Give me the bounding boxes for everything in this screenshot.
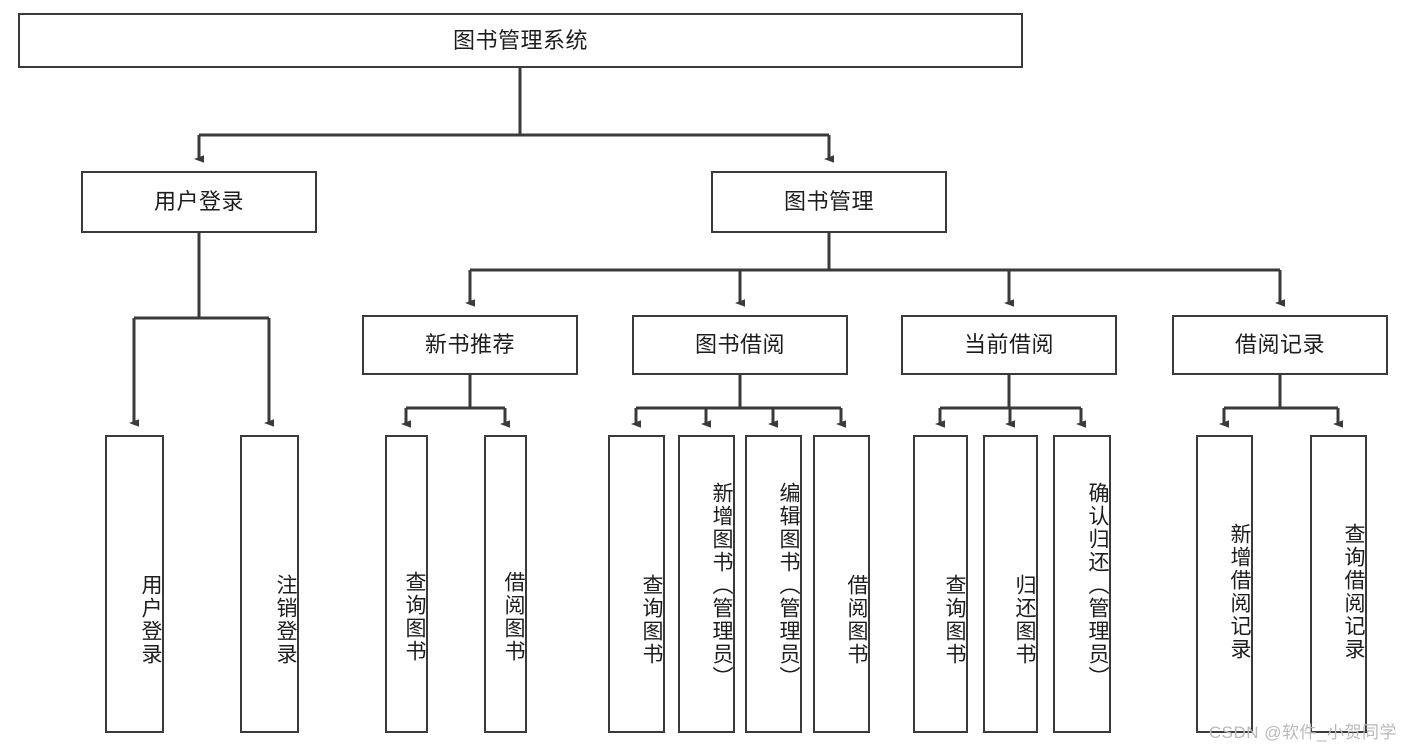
node-leaf-edit-book-label: 编辑图书（管理员） [777,481,800,689]
node-leaf-confirm-return-label: 确认归还（管理员） [1086,481,1109,689]
node-leaf-user-logout[interactable]: 注销登录 [240,435,299,733]
node-leaf-user-login-label: 用户登录 [139,574,162,666]
node-leaf-query-book-3-label: 查询图书 [943,574,966,666]
node-leaf-user-logout-label: 注销登录 [274,574,297,666]
node-leaf-return-book-label: 归还图书 [1013,574,1036,666]
node-leaf-query-book-2-label: 查询图书 [640,574,663,666]
node-leaf-borrow-book-1-label: 借阅图书 [502,571,525,663]
node-root-label: 图书管理系统 [452,27,588,53]
node-leaf-query-book-2[interactable]: 查询图书 [608,435,665,733]
node-leaf-add-book-label: 新增图书（管理员） [710,481,733,689]
csdn-watermark: CSDN @软件_小贺同学 [1208,723,1397,742]
node-book-management[interactable]: 图书管理 [711,171,947,233]
node-root[interactable]: 图书管理系统 [18,13,1023,68]
node-leaf-add-book[interactable]: 新增图书（管理员） [678,435,735,733]
node-book-borrow[interactable]: 图书借阅 [632,315,848,375]
node-leaf-add-record-label: 新增借阅记录 [1228,523,1251,661]
node-book-borrow-label: 图书借阅 [694,332,785,358]
node-current-borrow[interactable]: 当前借阅 [901,315,1117,375]
node-leaf-borrow-book-2[interactable]: 借阅图书 [813,435,870,733]
node-leaf-user-login[interactable]: 用户登录 [105,435,164,733]
node-leaf-return-book[interactable]: 归还图书 [983,435,1038,733]
node-new-book-recommend-label: 新书推荐 [424,332,515,358]
node-book-management-label: 图书管理 [783,189,874,215]
node-leaf-add-record[interactable]: 新增借阅记录 [1196,435,1253,733]
node-current-borrow-label: 当前借阅 [963,332,1054,358]
node-leaf-borrow-book-2-label: 借阅图书 [845,574,868,666]
node-leaf-query-record-label: 查询借阅记录 [1342,523,1365,661]
node-leaf-query-book-3[interactable]: 查询图书 [913,435,968,733]
node-leaf-query-record[interactable]: 查询借阅记录 [1310,435,1367,733]
node-leaf-borrow-book-1[interactable]: 借阅图书 [484,435,527,733]
node-leaf-edit-book[interactable]: 编辑图书（管理员） [745,435,802,733]
node-leaf-query-book-1[interactable]: 查询图书 [385,435,428,733]
node-user-login[interactable]: 用户登录 [81,171,317,233]
node-borrow-record-label: 借阅记录 [1234,332,1325,358]
node-leaf-query-book-1-label: 查询图书 [403,571,426,663]
node-borrow-record[interactable]: 借阅记录 [1172,315,1388,375]
node-new-book-recommend[interactable]: 新书推荐 [362,315,578,375]
node-leaf-confirm-return[interactable]: 确认归还（管理员） [1053,435,1111,733]
node-user-login-label: 用户登录 [153,189,244,215]
